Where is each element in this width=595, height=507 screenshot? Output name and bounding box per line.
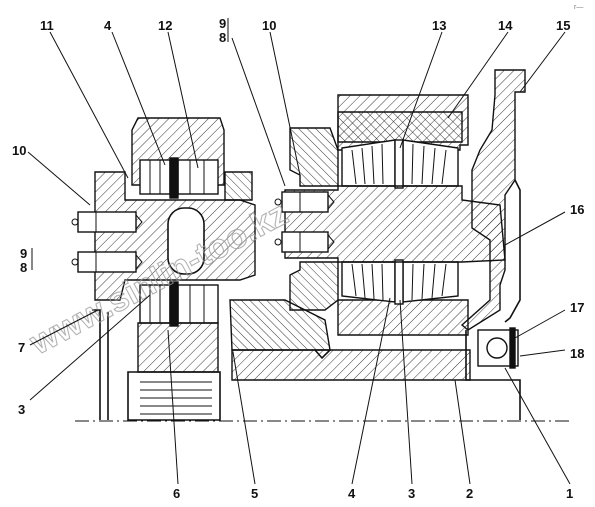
bolt-group-right — [274, 191, 335, 253]
part-15-flange — [460, 69, 526, 331]
callout-4-top: 4 — [104, 18, 112, 33]
callout-10-top: 10 — [262, 18, 276, 33]
part-15-flange-rim — [504, 179, 521, 323]
corner-mark: r— — [574, 4, 583, 11]
leader-lines — [27, 18, 571, 485]
part-14-outer-ring-top — [337, 111, 463, 143]
callout-1: 1 — [566, 486, 573, 501]
shaft-collar — [289, 127, 339, 187]
left-shield — [92, 309, 109, 420]
part-6-gear — [137, 322, 219, 373]
callout-3-bottom: 3 — [408, 486, 415, 501]
callout-3-left: 3 — [18, 402, 25, 417]
needle-bearing-upper — [139, 157, 219, 199]
callout-18: 18 — [570, 346, 584, 361]
callout-16: 16 — [570, 202, 584, 217]
callout-10-left: 10 — [12, 143, 26, 158]
seal-lip — [314, 349, 331, 360]
bolt-group-left — [71, 211, 143, 273]
bearing-upper — [341, 139, 459, 189]
callout-15: 15 — [556, 18, 570, 33]
callout-8-left: 8 — [20, 260, 27, 275]
callout-6: 6 — [173, 486, 180, 501]
callout-13: 13 — [432, 18, 446, 33]
callout-7: 7 — [18, 340, 25, 355]
callout-8-top: 8 — [219, 30, 226, 45]
callout-2: 2 — [466, 486, 473, 501]
oil-cavity — [167, 207, 205, 275]
callout-9-left: 9 — [20, 246, 27, 261]
spline-hub — [127, 371, 221, 421]
part-5-sleeve-left — [229, 299, 331, 351]
shaft-collar-lower — [289, 261, 339, 311]
callout-5: 5 — [251, 486, 258, 501]
callout-9-top: 9 — [219, 16, 226, 31]
callout-11: 11 — [40, 18, 54, 33]
ball-bearing-17 — [477, 327, 519, 369]
callout-14: 14 — [498, 18, 513, 33]
bearing-housing — [465, 330, 521, 420]
callout-12: 12 — [158, 18, 172, 33]
callout-4-bottom: 4 — [348, 486, 356, 501]
part-2-sleeve — [231, 349, 471, 381]
bearing-lower — [341, 259, 459, 305]
left-housing-top — [224, 171, 253, 201]
callout-17: 17 — [570, 300, 584, 315]
part-13-outer-housing-bottom — [337, 299, 469, 336]
